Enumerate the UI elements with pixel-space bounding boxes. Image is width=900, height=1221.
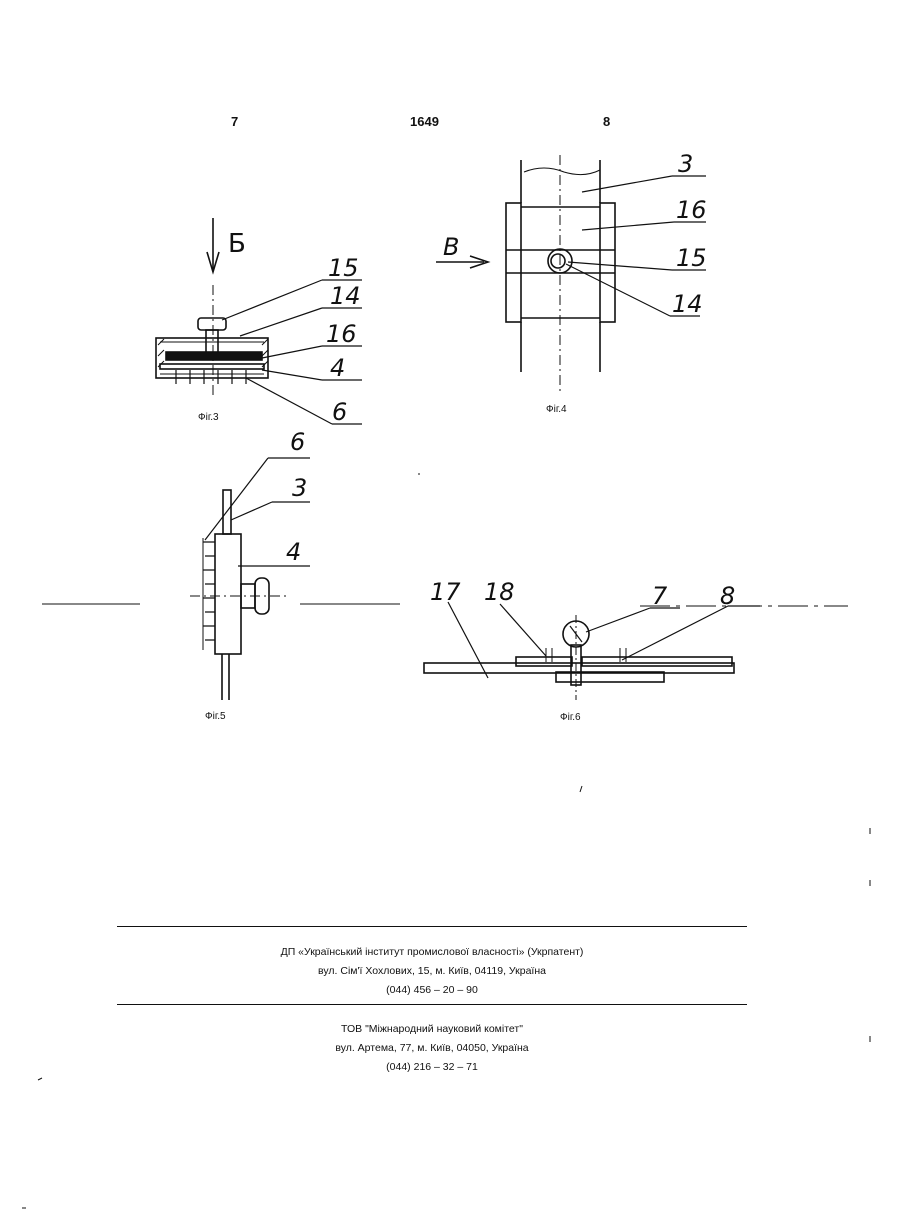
printer-name: ТОВ "Міжнародний науковий комітет" <box>117 1020 747 1039</box>
printer-address: вул. Артема, 77, м. Київ, 04050, Україна <box>117 1039 747 1058</box>
fig3-callout-15: 15 <box>328 254 359 282</box>
fig6-callout-8: 8 <box>720 582 735 610</box>
fig3-callout-4: 4 <box>330 354 345 382</box>
publisher-name: ДП «Український інститут промислової вла… <box>117 943 747 962</box>
plate-14 <box>166 352 262 360</box>
figure-4: B 3 16 15 14 <box>436 150 707 392</box>
fig3-caption: Фіг.3 <box>198 412 219 423</box>
fig4-caption: Фіг.4 <box>546 404 567 415</box>
fig4-callout-3: 3 <box>678 150 693 178</box>
fig4-callout-15: 15 <box>676 244 707 272</box>
publisher-address: вул. Сім'ї Хохлових, 15, м. Київ, 04119,… <box>117 962 747 981</box>
screw-head <box>198 318 226 330</box>
fig3-view-label: Б <box>228 229 246 259</box>
upright-right <box>600 203 615 322</box>
fig6-caption: Фіг.6 <box>560 712 581 723</box>
fig6-callout-7: 7 <box>652 582 668 610</box>
fig5-callout-6: 6 <box>290 428 305 456</box>
figure-5: 6 3 4 <box>190 428 310 700</box>
printer-phone: (044) 216 – 32 – 71 <box>117 1058 747 1077</box>
fig3-callout-14: 14 <box>330 282 361 310</box>
figure-6: 17 18 7 8 <box>424 578 760 700</box>
fig4-view-label: B <box>443 233 459 261</box>
publisher-block: ДП «Український інститут промислової вла… <box>117 943 747 1000</box>
footer-rule-middle <box>117 1004 747 1005</box>
fig5-callout-4: 4 <box>286 538 301 566</box>
fig5-callout-3: 3 <box>292 474 307 502</box>
fig3-callout-6: 6 <box>332 398 347 426</box>
footer-rule-top <box>117 926 747 927</box>
plate-18 <box>516 657 572 666</box>
fig6-callout-17: 17 <box>430 578 461 606</box>
fig4-callout-16: 16 <box>676 196 707 224</box>
upright-left <box>506 203 521 322</box>
fig6-callout-18: 18 <box>484 578 515 606</box>
fig5-caption: Фіг.5 <box>205 711 226 722</box>
plate-4 <box>160 364 264 369</box>
printer-block: ТОВ "Міжнародний науковий комітет" вул. … <box>117 1020 747 1077</box>
publisher-phone: (044) 456 – 20 – 90 <box>117 981 747 1000</box>
fig4-callout-14: 14 <box>672 290 703 318</box>
fig3-callout-16: 16 <box>326 320 357 348</box>
figure-3: Б 15 14 16 4 6 <box>156 218 362 426</box>
carriage-4 <box>215 534 241 654</box>
